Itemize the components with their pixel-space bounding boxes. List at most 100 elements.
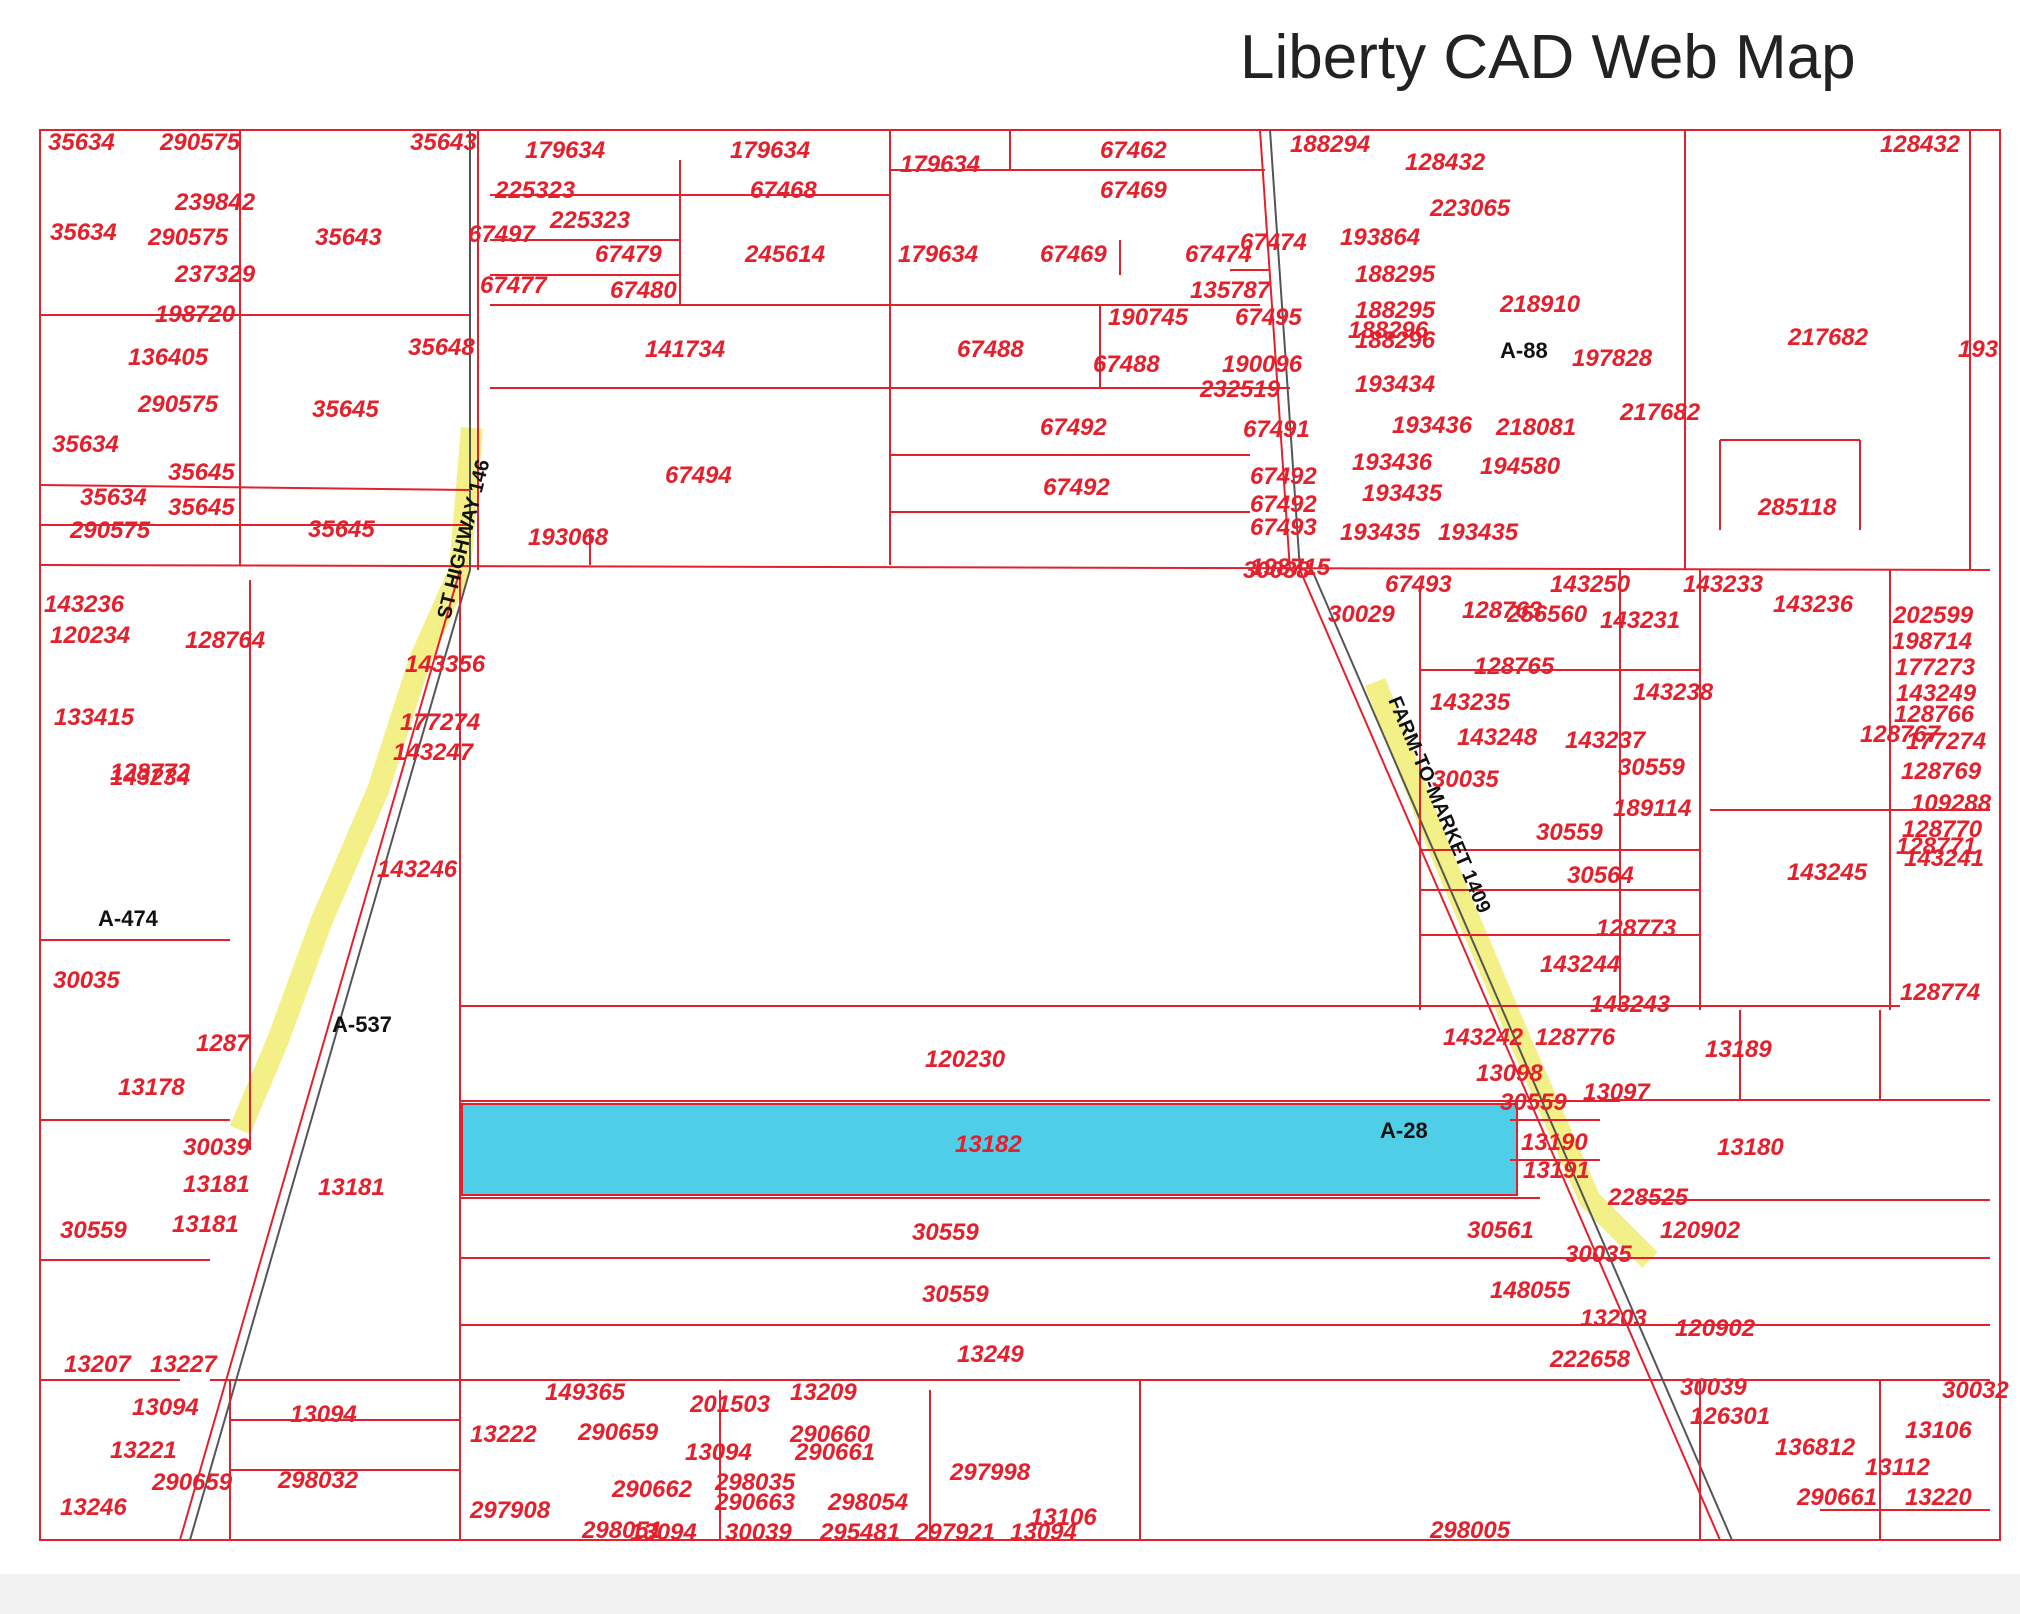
parcel-id-label[interactable]: 35645: [312, 396, 379, 423]
parcel-id-label[interactable]: 143236: [1773, 591, 1854, 618]
parcel-id-label[interactable]: 13180: [1717, 1134, 1784, 1161]
parcel-id-label[interactable]: 1287: [196, 1030, 251, 1057]
parcel-id-label[interactable]: 193: [1958, 336, 1999, 363]
parcel-id-label[interactable]: 188294: [1290, 131, 1370, 158]
parcel-id-label[interactable]: 128772: [110, 759, 191, 786]
parcel-id-label[interactable]: 128773: [1596, 915, 1677, 942]
parcel-id-label[interactable]: 298054: [827, 1489, 908, 1516]
parcel-id-label[interactable]: 128765: [1474, 653, 1555, 680]
parcel-id-label[interactable]: 128432: [1880, 131, 1961, 158]
parcel-id-label[interactable]: 35645: [308, 516, 375, 543]
parcel-id-label[interactable]: 193434: [1355, 371, 1435, 398]
parcel-id-label[interactable]: 290575: [147, 224, 229, 251]
parcel-id-label[interactable]: 35634: [52, 431, 119, 458]
parcel-id-label[interactable]: 143233: [1683, 571, 1764, 598]
parcel-id-label[interactable]: 179634: [525, 137, 605, 164]
parcel-id-label[interactable]: 67474: [1185, 241, 1252, 268]
parcel-id-label[interactable]: 143231: [1600, 607, 1680, 634]
parcel-id-label[interactable]: 67497: [468, 221, 536, 248]
parcel-id-label[interactable]: 67491: [1243, 416, 1310, 443]
parcel-id-label[interactable]: 13191: [1523, 1157, 1590, 1184]
parcel-id-label[interactable]: 298032: [277, 1467, 359, 1494]
parcel-id-label[interactable]: 35643: [315, 224, 382, 251]
parcel-id-label[interactable]: 141734: [645, 336, 725, 363]
parcel-id-label[interactable]: 13094: [132, 1394, 199, 1421]
parcel-id-label[interactable]: 143250: [1550, 571, 1631, 598]
parcel-id-label[interactable]: 232519: [1199, 376, 1281, 403]
parcel-id-label[interactable]: 143234: [110, 764, 190, 791]
parcel-id-label[interactable]: 13094: [685, 1439, 752, 1466]
parcel-id-label[interactable]: 13189: [1705, 1036, 1772, 1063]
parcel-id-label[interactable]: 143356: [405, 651, 486, 678]
parcel-id-label[interactable]: 35634: [48, 129, 115, 156]
parcel-id-label[interactable]: 290662: [611, 1476, 693, 1503]
parcel-id-label[interactable]: 30559: [1500, 1089, 1567, 1116]
parcel-id-label[interactable]: 245614: [744, 241, 825, 268]
parcel-id-label[interactable]: 67493: [1385, 571, 1452, 598]
parcel-id-label[interactable]: 13181: [183, 1171, 250, 1198]
parcel-id-label[interactable]: 188296: [1348, 317, 1429, 344]
parcel-id-label[interactable]: 193864: [1340, 224, 1420, 251]
parcel-id-label[interactable]: 13094: [1010, 1519, 1077, 1546]
parcel-id-label[interactable]: 13249: [957, 1341, 1024, 1368]
parcel-id-label[interactable]: 13220: [1905, 1484, 1972, 1511]
parcel-id-label[interactable]: 13181: [318, 1174, 385, 1201]
parcel-id-label[interactable]: 67477: [480, 272, 548, 299]
parcel-id-label[interactable]: 128766: [1894, 701, 1975, 728]
parcel-id-label[interactable]: 128432: [1405, 149, 1486, 176]
parcel-id-label[interactable]: 193068: [528, 524, 609, 551]
parcel-id-label[interactable]: 136812: [1775, 1434, 1856, 1461]
parcel-id-label[interactable]: 290663: [714, 1489, 796, 1516]
parcel-id-label[interactable]: 297998: [949, 1459, 1031, 1486]
parcel-id-label[interactable]: 35643: [410, 129, 477, 156]
parcel-id-label[interactable]: 295481: [819, 1519, 900, 1546]
parcel-id-label[interactable]: 30559: [60, 1217, 127, 1244]
parcel-id-label[interactable]: 67468: [750, 177, 817, 204]
parcel-id-label[interactable]: 13207: [64, 1351, 132, 1378]
parcel-id-label[interactable]: 67462: [1100, 137, 1167, 164]
parcel-id-label[interactable]: 143236: [44, 591, 125, 618]
parcel-id-label[interactable]: 30559: [1536, 819, 1603, 846]
parcel-id-label[interactable]: 193435: [1362, 480, 1443, 507]
parcel-id-label[interactable]: 218081: [1495, 414, 1576, 441]
parcel-id-label[interactable]: 13203: [1580, 1305, 1647, 1332]
parcel-id-label[interactable]: 143242: [1443, 1024, 1524, 1051]
parcel-id-label[interactable]: 190745: [1108, 304, 1189, 331]
parcel-id-label[interactable]: 179634: [730, 137, 810, 164]
parcel-id-label[interactable]: 30559: [912, 1219, 979, 1246]
parcel-id-label[interactable]: 290659: [577, 1419, 659, 1446]
parcel-id-label[interactable]: 143238: [1633, 679, 1714, 706]
parcel-id-label[interactable]: 128767: [1860, 721, 1942, 748]
parcel-id-label[interactable]: 136405: [128, 344, 209, 371]
parcel-id-label[interactable]: 120902: [1675, 1315, 1756, 1342]
parcel-id-label[interactable]: 13209: [790, 1379, 857, 1406]
parcel-id-label[interactable]: 298035: [714, 1469, 796, 1496]
parcel-id-label[interactable]: 67492: [1043, 474, 1110, 501]
parcel-id-label[interactable]: 217682: [1619, 399, 1701, 426]
parcel-id-label[interactable]: 120234: [50, 622, 130, 649]
parcel-id-label[interactable]: 290575: [69, 517, 151, 544]
parcel-id-label[interactable]: 30029: [1328, 601, 1395, 628]
parcel-id-label[interactable]: 13190: [1521, 1129, 1588, 1156]
parcel-id-label[interactable]: 67474: [1240, 229, 1307, 256]
parcel-id-label[interactable]: 188295: [1355, 297, 1436, 324]
parcel-id-label[interactable]: 35634: [80, 484, 147, 511]
parcel-id-label[interactable]: 30035: [53, 967, 120, 994]
parcel-id-label[interactable]: 143241: [1904, 845, 1984, 872]
parcel-id-label[interactable]: 13106: [1905, 1417, 1972, 1444]
parcel-id-label[interactable]: 297921: [914, 1519, 995, 1546]
parcel-id-label[interactable]: 30032: [1942, 1377, 2009, 1404]
parcel-id-label[interactable]: 13106: [1030, 1504, 1097, 1531]
parcel-id-label[interactable]: 30564: [1567, 862, 1634, 889]
parcel-id-label[interactable]: 177274: [400, 709, 480, 736]
parcel-id-label[interactable]: 290661: [794, 1439, 875, 1466]
parcel-id-label[interactable]: 290659: [151, 1469, 233, 1496]
parcel-id-label[interactable]: 179634: [900, 151, 980, 178]
parcel-id-label[interactable]: 193436: [1352, 449, 1433, 476]
parcel-id-label[interactable]: 67480: [610, 277, 677, 304]
parcel-id-label[interactable]: 13094: [630, 1519, 697, 1546]
parcel-id-label[interactable]: 120902: [1660, 1217, 1741, 1244]
parcel-id-label[interactable]: 126301: [1690, 1403, 1770, 1430]
parcel-id-label[interactable]: 198720: [155, 301, 236, 328]
